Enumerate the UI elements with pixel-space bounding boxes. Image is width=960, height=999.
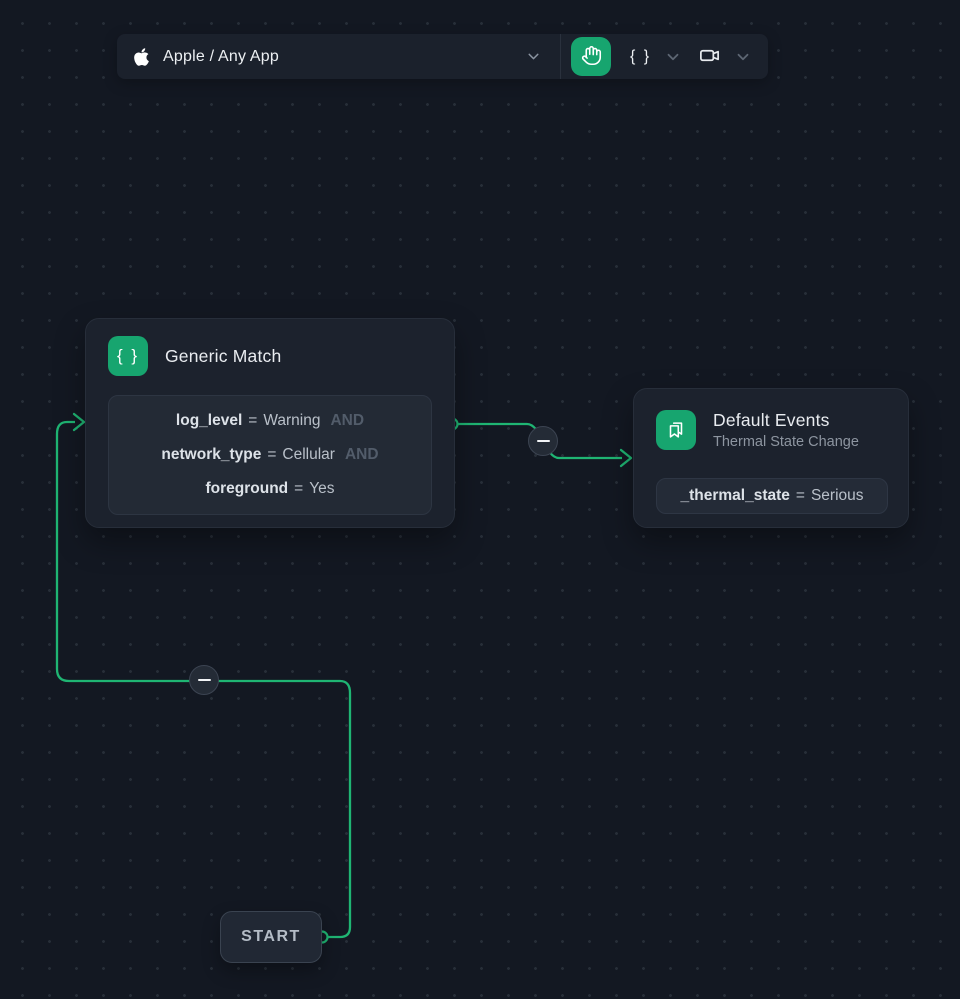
condition-value: Warning	[263, 412, 321, 429]
minus-icon	[197, 679, 211, 681]
node-header: { } Generic Match	[86, 319, 454, 376]
condition-row: log_level = Warning AND	[109, 412, 431, 430]
app-selector-dropdown[interactable]: Apple / Any App	[117, 34, 560, 79]
toolbar-actions: { }	[561, 34, 768, 79]
condition-key: _thermal_state	[680, 487, 790, 504]
condition-key: network_type	[161, 446, 262, 463]
chevron-down-icon[interactable]	[664, 48, 682, 66]
remove-edge-button[interactable]	[189, 665, 219, 695]
minus-icon	[536, 440, 550, 442]
start-node-button[interactable]: START	[220, 911, 322, 963]
chevron-down-icon[interactable]	[734, 48, 752, 66]
node-subtitle: Thermal State Change	[713, 434, 859, 450]
condition-operator: =	[795, 487, 805, 504]
condition-row: network_type = Cellular AND	[109, 446, 431, 464]
node-default-events[interactable]: Default Events Thermal State Change _the…	[633, 388, 909, 528]
condition-value: Yes	[309, 480, 335, 497]
code-mode-button[interactable]: { }	[630, 47, 652, 65]
video-camera-icon	[698, 44, 721, 70]
record-button[interactable]	[698, 44, 721, 70]
condition-operator: =	[294, 480, 304, 497]
top-toolbar: Apple / Any App { }	[117, 34, 768, 79]
pan-tool-button[interactable]	[571, 37, 611, 76]
app-selector-label: Apple / Any App	[163, 47, 279, 65]
condition-value: Serious	[810, 487, 864, 504]
condition-conjunction: AND	[344, 446, 379, 463]
condition-operator: =	[248, 412, 258, 429]
condition-key: log_level	[175, 412, 243, 429]
node-title: Generic Match	[165, 345, 282, 366]
bookmarks-icon	[656, 410, 696, 450]
edge-arrowhead	[619, 448, 633, 468]
condition-key: foreground	[205, 480, 289, 497]
apple-icon	[133, 47, 150, 67]
toolbar-divider	[560, 34, 561, 79]
condition-operator: =	[267, 446, 277, 463]
edge-arrowhead	[72, 412, 86, 432]
node-header: Default Events Thermal State Change	[634, 389, 908, 450]
remove-edge-button[interactable]	[528, 426, 558, 456]
condition-value: Cellular	[282, 446, 335, 463]
chevron-down-icon	[525, 48, 542, 65]
condition-conjunction: AND	[330, 412, 365, 429]
node-title: Default Events	[713, 410, 830, 430]
condition-pill[interactable]: _thermal_state = Serious	[656, 478, 888, 514]
braces-icon: { }	[108, 336, 148, 376]
condition-row: foreground = Yes	[109, 480, 431, 498]
hand-icon	[581, 45, 602, 69]
